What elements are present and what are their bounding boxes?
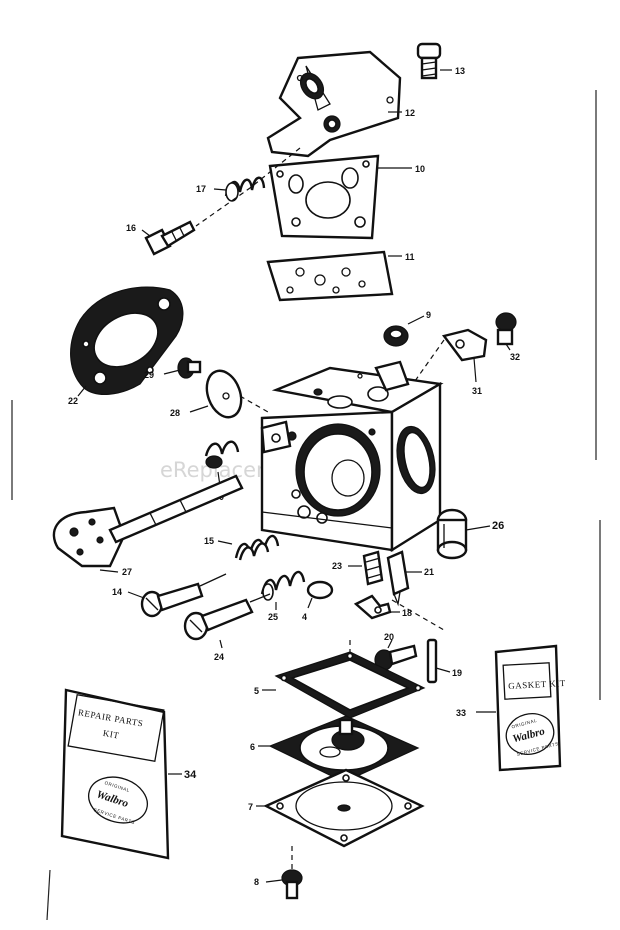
callout-5: 5 [254, 686, 259, 696]
callout-22: 9 [426, 310, 431, 320]
part-13-cover-screw [416, 42, 442, 80]
part-8-cover-screw [281, 869, 303, 900]
callout-11: 11 [405, 252, 415, 262]
part-19-lever-pin [426, 638, 438, 684]
part-32-screw [177, 357, 202, 379]
callout-17: 17 [196, 184, 206, 194]
callout-24: 24 [214, 652, 224, 662]
callout-14: 14 [112, 587, 122, 597]
part-5-metering-gasket [274, 651, 426, 719]
part-23-needle-spring [362, 550, 384, 586]
part-14-adjusting-needle [140, 573, 227, 618]
callout-6: 6 [250, 742, 255, 752]
callout-28: 31 [472, 386, 482, 396]
callout-8: 8 [254, 877, 259, 887]
callout-9: 22 [68, 396, 78, 406]
part-9-mounting-gasket [70, 286, 184, 395]
callout-21: 21 [424, 567, 434, 577]
callout-15: 15 [204, 536, 214, 546]
part-31-throttle-plate [205, 369, 243, 419]
callout-29: 32 [510, 352, 520, 362]
callout-20: 20 [384, 632, 394, 642]
part-29-screw [495, 312, 517, 346]
part-24-adjusting-needle [183, 593, 271, 641]
repair-kit-label-2: KIT [102, 728, 120, 741]
part-12-pump-cover [266, 50, 402, 158]
callout-32: 29 [144, 370, 154, 380]
callout-26: 26 [492, 520, 504, 532]
callout-7: 7 [248, 802, 253, 812]
part-15-spring [234, 534, 280, 561]
part-21-inlet-needle [386, 550, 410, 607]
part-11-pump-diaphragm [266, 250, 394, 302]
part-28-retainer-clip [441, 328, 488, 362]
part-27-throttle-shaft [52, 474, 244, 568]
callout-12: 12 [405, 108, 415, 118]
part-4-check-disc [306, 580, 334, 600]
callout-10: 10 [415, 164, 425, 174]
callout-34: 34 [184, 769, 197, 781]
part-6-metering-diaphragm [268, 715, 420, 783]
carburetor-body [260, 360, 444, 553]
callout-23: 23 [332, 561, 342, 571]
callout-18: 18 [402, 608, 412, 618]
part-18-metering-lever [353, 594, 392, 620]
callout-31: 28 [170, 408, 180, 418]
part-16-screw [144, 220, 196, 256]
callout-4: 4 [302, 612, 307, 622]
gasket-kit-label: GASKET KIT [508, 678, 566, 691]
callout-13: 13 [455, 66, 465, 76]
callout-25: 25 [268, 612, 278, 622]
callout-16: 16 [126, 223, 136, 233]
svg-text:ORIGINAL: ORIGINAL [511, 718, 538, 730]
callout-33: 33 [456, 708, 466, 718]
part-7-metering-cover [263, 768, 425, 848]
part-34-repair-kit: REPAIR PARTS KIT Walbro ORIGINAL SERVICE… [60, 688, 170, 860]
part-26-fuel-inlet [436, 508, 468, 560]
scan-edge-bottom-left [46, 869, 51, 921]
part-22-welch-plug [383, 325, 409, 347]
part-30-throttle-spring [204, 440, 240, 469]
part-10-pump-gasket [268, 154, 380, 240]
callout-27: 27 [122, 567, 132, 577]
part-25-spring [260, 570, 306, 601]
part-17-spring [224, 176, 266, 202]
callout-19: 19 [452, 668, 462, 678]
part-33-gasket-kit: GASKET KIT Walbro ORIGINAL SERVICE PARTS [494, 644, 566, 772]
part-20-lever-screw [374, 644, 418, 671]
